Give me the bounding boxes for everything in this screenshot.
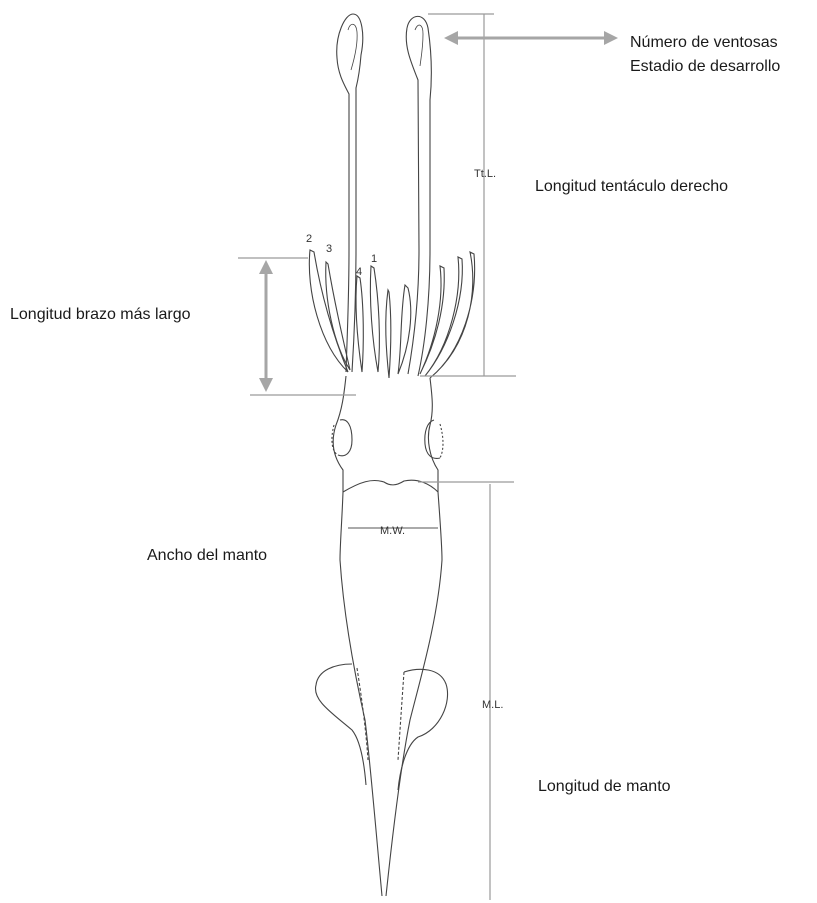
tentacles-outline <box>337 14 432 376</box>
ttl-mark: Tt.L. <box>474 168 496 180</box>
mw-mark: M.W. <box>380 525 405 537</box>
label-mantle-length: Longitud de manto <box>538 776 671 798</box>
arms-outline <box>309 250 474 378</box>
label-longest-arm-length: Longitud brazo más largo <box>10 304 191 326</box>
head-outline <box>332 376 443 492</box>
arm-number-2: 2 <box>306 233 312 245</box>
label-right-tentacle-length: Longitud tentáculo derecho <box>535 176 728 198</box>
label-suckers-count: Número de ventosas <box>630 32 778 54</box>
measurement-lines <box>238 14 516 900</box>
double-arrow-suckers <box>444 31 618 45</box>
label-mantle-width: Ancho del manto <box>147 545 267 567</box>
arm-number-4: 4 <box>356 266 362 278</box>
arm-number-1: 1 <box>371 253 377 265</box>
arm-number-3: 3 <box>326 243 332 255</box>
mantle-outline <box>315 480 447 896</box>
double-arrow-longest-arm <box>259 260 273 392</box>
label-development-stage: Estadio de desarrollo <box>630 56 780 78</box>
ml-mark: M.L. <box>482 699 503 711</box>
